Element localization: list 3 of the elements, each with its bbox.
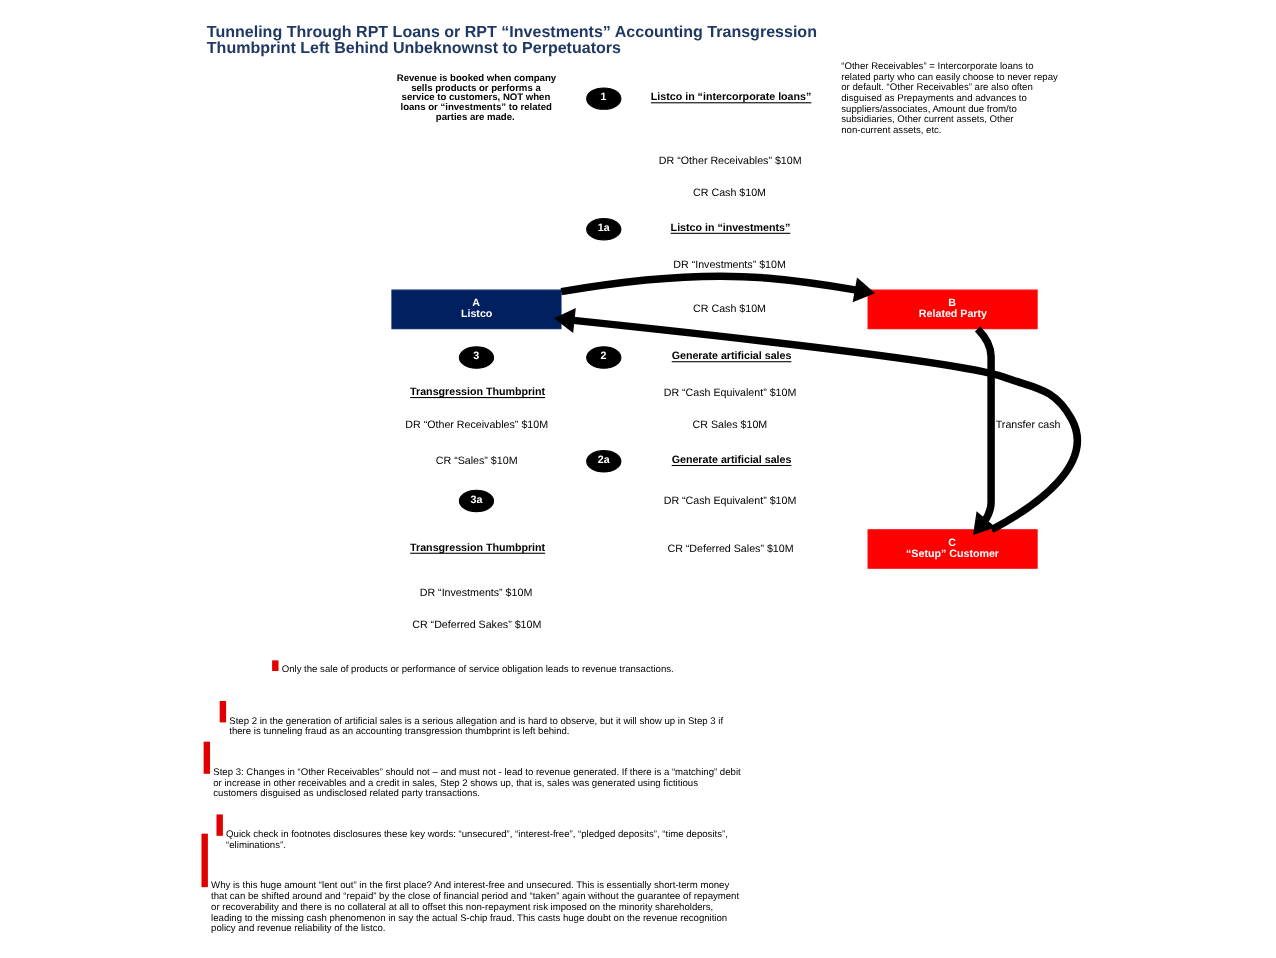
arrow bbox=[554, 307, 1081, 533]
arrow bbox=[560, 272, 876, 303]
arrow bbox=[973, 326, 996, 536]
